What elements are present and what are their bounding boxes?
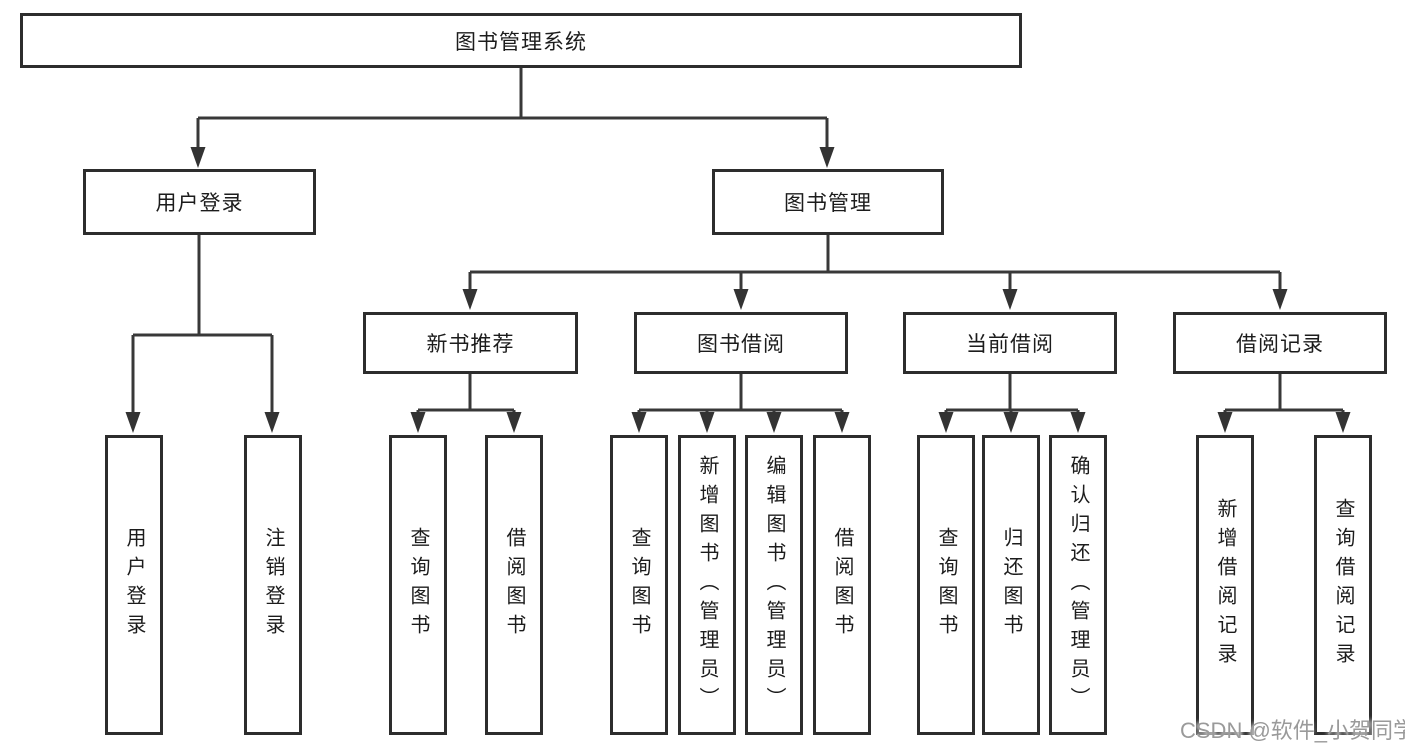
arrowhead (506, 412, 522, 433)
node-user-login-label: 用户登录 (155, 192, 244, 215)
arrowhead (733, 289, 749, 310)
node-borrowing-records: 借阅记录 (1173, 312, 1387, 374)
node-current-borrowing: 当前借阅 (903, 312, 1117, 374)
node-book-management-label: 图书管理 (784, 192, 872, 215)
node-new-book-recommend: 新书推荐 (363, 312, 578, 374)
arrowhead (410, 412, 426, 433)
node-root: 图书管理系统 (20, 13, 1022, 68)
leaf-cb-return-books-label: 归还图书 (1000, 527, 1022, 643)
leaf-bb-edit-books-admin-label: 编辑图书（管理员） (763, 454, 785, 716)
edge-currentborrow-leaves (944, 374, 1080, 414)
leaf-bb-query-books-label: 查询图书 (628, 527, 650, 643)
leaf-nbr-borrow-books-label: 借阅图书 (503, 527, 525, 643)
leaf-br-add-record: 新增借阅记录 (1196, 435, 1254, 735)
leaf-cb-query-books-label: 查询图书 (935, 527, 957, 643)
leaf-cb-return-books: 归还图书 (982, 435, 1040, 735)
arrowhead (938, 412, 954, 433)
arrowhead (766, 412, 782, 433)
leaf-cb-confirm-return-admin-label: 确认归还（管理员） (1067, 454, 1089, 716)
leaf-user-login: 用户登录 (105, 435, 163, 735)
edge-bookmgmt-level3 (468, 235, 1282, 290)
leaf-br-query-record: 查询借阅记录 (1314, 435, 1372, 735)
leaf-bb-borrow-books: 借阅图书 (813, 435, 871, 735)
node-root-label: 图书管理系统 (455, 30, 587, 54)
arrowhead (190, 147, 206, 168)
node-new-book-recommend-label: 新书推荐 (426, 333, 515, 356)
leaf-bb-edit-books-admin: 编辑图书（管理员） (745, 435, 803, 735)
leaf-cb-confirm-return-admin: 确认归还（管理员） (1049, 435, 1107, 735)
leaf-bb-add-books-admin-label: 新增图书（管理员） (696, 454, 718, 716)
node-book-borrowing: 图书借阅 (634, 312, 848, 374)
leaf-logout: 注销登录 (244, 435, 302, 735)
leaf-nbr-borrow-books: 借阅图书 (485, 435, 543, 735)
leaf-cb-query-books: 查询图书 (917, 435, 975, 735)
arrowhead (1002, 289, 1018, 310)
leaf-bb-borrow-books-label: 借阅图书 (831, 527, 853, 643)
node-book-management: 图书管理 (712, 169, 944, 235)
arrowhead (264, 412, 280, 433)
arrowhead (699, 412, 715, 433)
arrowhead (462, 289, 478, 310)
node-current-borrowing-label: 当前借阅 (966, 333, 1054, 356)
arrowhead (819, 147, 835, 168)
node-user-login: 用户登录 (83, 169, 316, 235)
arrowhead (1335, 412, 1351, 433)
leaf-br-add-record-label: 新增借阅记录 (1214, 498, 1236, 672)
watermark-text: CSDN @软件_小贺同学 (1180, 718, 1405, 743)
node-borrowing-records-label: 借阅记录 (1236, 333, 1324, 356)
edge-bookborrow-leaves (637, 374, 844, 414)
arrowhead (1070, 412, 1086, 433)
leaf-br-query-record-label: 查询借阅记录 (1332, 498, 1354, 672)
arrowhead (125, 412, 141, 433)
edge-root-level2 (196, 68, 829, 148)
arrowhead (631, 412, 647, 433)
leaf-bb-add-books-admin: 新增图书（管理员） (678, 435, 736, 735)
node-book-borrowing-label: 图书借阅 (697, 333, 785, 356)
leaf-nbr-query-books: 查询图书 (389, 435, 447, 735)
arrowhead (834, 412, 850, 433)
edge-userlogin-leaves (131, 235, 274, 413)
leaf-user-login-label: 用户登录 (123, 527, 145, 643)
leaf-logout-label: 注销登录 (262, 527, 284, 643)
leaf-bb-query-books: 查询图书 (610, 435, 668, 735)
leaf-nbr-query-books-label: 查询图书 (407, 527, 429, 643)
arrowhead (1003, 412, 1019, 433)
edge-borrowrecord-leaves (1223, 374, 1345, 414)
arrowhead (1217, 412, 1233, 433)
arrowhead (1272, 289, 1288, 310)
edge-newbookrec-leaves (416, 374, 516, 414)
